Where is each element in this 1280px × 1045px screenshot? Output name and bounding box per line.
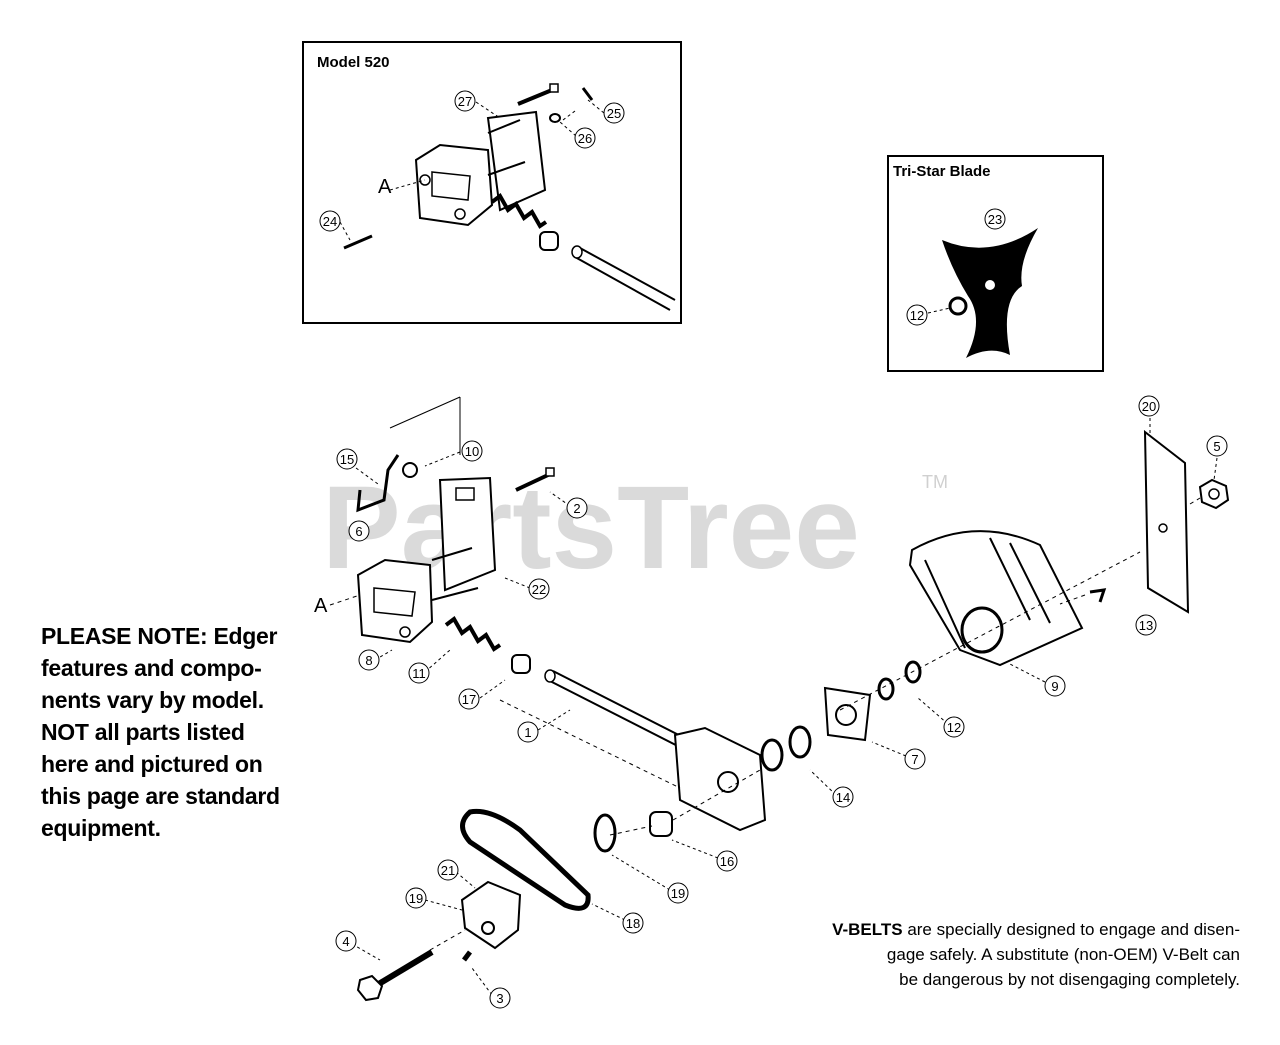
- callout-label: 2: [573, 501, 580, 516]
- callout-label: 21: [441, 863, 455, 878]
- callout-label: 7: [911, 752, 918, 767]
- callout-label: 13: [1139, 618, 1153, 633]
- callout-label: 22: [532, 582, 546, 597]
- callout: 19: [667, 882, 689, 904]
- callout: 25: [603, 102, 625, 124]
- callout-label: 17: [462, 692, 476, 707]
- callout-label: 26: [578, 131, 592, 146]
- callout: 12: [943, 716, 965, 738]
- vbelt-warning: V-BELTS are specially designed to engage…: [800, 917, 1240, 992]
- callout: 2: [566, 497, 588, 519]
- callout: 22: [528, 578, 550, 600]
- vbelt-line-2: gage safely. A substitute (non-OEM) V-Be…: [886, 945, 1240, 964]
- callout: 19: [405, 887, 427, 909]
- callout: 27: [454, 90, 476, 112]
- callout: 11: [408, 662, 430, 684]
- callout: 24: [319, 210, 341, 232]
- callout-label: 12: [910, 308, 924, 323]
- callout-label: 5: [1213, 439, 1220, 454]
- callout-label: 16: [720, 854, 734, 869]
- inset-blade-title: Tri-Star Blade: [893, 163, 991, 180]
- callout: 13: [1135, 614, 1157, 636]
- callout-label: 12: [947, 720, 961, 735]
- please-note-text: PLEASE NOTE: Edger features and compo- n…: [41, 620, 281, 844]
- callout: 17: [458, 688, 480, 710]
- callout-label: 9: [1051, 679, 1058, 694]
- callout-label: 14: [836, 790, 850, 805]
- callout-label: 18: [626, 916, 640, 931]
- callout: 16: [716, 850, 738, 872]
- inset-model-520: Model 520 A: [302, 41, 682, 324]
- callout-label: 10: [465, 444, 479, 459]
- callout: 26: [574, 127, 596, 149]
- callout: 4: [335, 930, 357, 952]
- inset-tri-star-blade: Tri-Star Blade: [887, 155, 1104, 372]
- callout: 18: [622, 912, 644, 934]
- callout-label: 23: [988, 212, 1002, 227]
- callout-label: 1: [524, 725, 531, 740]
- inset-label-a: A: [378, 176, 392, 198]
- callout: 5: [1206, 435, 1228, 457]
- note-line: PLEASE NOTE: Edger: [41, 623, 278, 649]
- callout-label: 15: [340, 452, 354, 467]
- vbelt-line-1: V-BELTS are specially designed to engage…: [800, 917, 1240, 942]
- note-line: nents vary by model.: [41, 687, 264, 713]
- note-line: here and pictured on: [41, 751, 263, 777]
- inset-model-title: Model 520: [317, 54, 390, 71]
- callout-label: 8: [365, 653, 372, 668]
- callout: 15: [336, 448, 358, 470]
- callout-label: 4: [342, 934, 349, 949]
- vbelt-line-1-rest: are specially designed to engage and dis…: [902, 920, 1240, 939]
- callout: 3: [489, 987, 511, 1009]
- vbelt-line-3: be dangerous by not disengaging complete…: [899, 970, 1240, 989]
- callout-label: 27: [458, 94, 472, 109]
- callout-label: 3: [496, 991, 503, 1006]
- main-label-a: A: [314, 595, 328, 617]
- vbelt-bold: V-BELTS: [832, 920, 903, 939]
- callout-label: 24: [323, 214, 337, 229]
- callout: 12: [906, 304, 928, 326]
- note-line: equipment.: [41, 815, 161, 841]
- note-line: this page are standard: [41, 783, 280, 809]
- watermark-tm: TM: [922, 472, 948, 492]
- callout: 20: [1138, 395, 1160, 417]
- callout: 23: [984, 208, 1006, 230]
- note-line: features and compo-: [41, 655, 262, 681]
- callout-label: 6: [355, 524, 362, 539]
- callout: 7: [904, 748, 926, 770]
- main-assembly: A: [314, 110, 1230, 1002]
- callout: 8: [358, 649, 380, 671]
- callout: 6: [348, 520, 370, 542]
- callout: 14: [832, 786, 854, 808]
- callout-label: 19: [409, 891, 423, 906]
- callout: 9: [1044, 675, 1066, 697]
- callout: 10: [461, 440, 483, 462]
- callout-label: 19: [671, 886, 685, 901]
- callout-label: 25: [607, 106, 621, 121]
- callout: 1: [517, 721, 539, 743]
- callout-label: 20: [1142, 399, 1156, 414]
- note-line: NOT all parts listed: [41, 719, 245, 745]
- callout: 21: [437, 859, 459, 881]
- callout-label: 11: [412, 666, 426, 681]
